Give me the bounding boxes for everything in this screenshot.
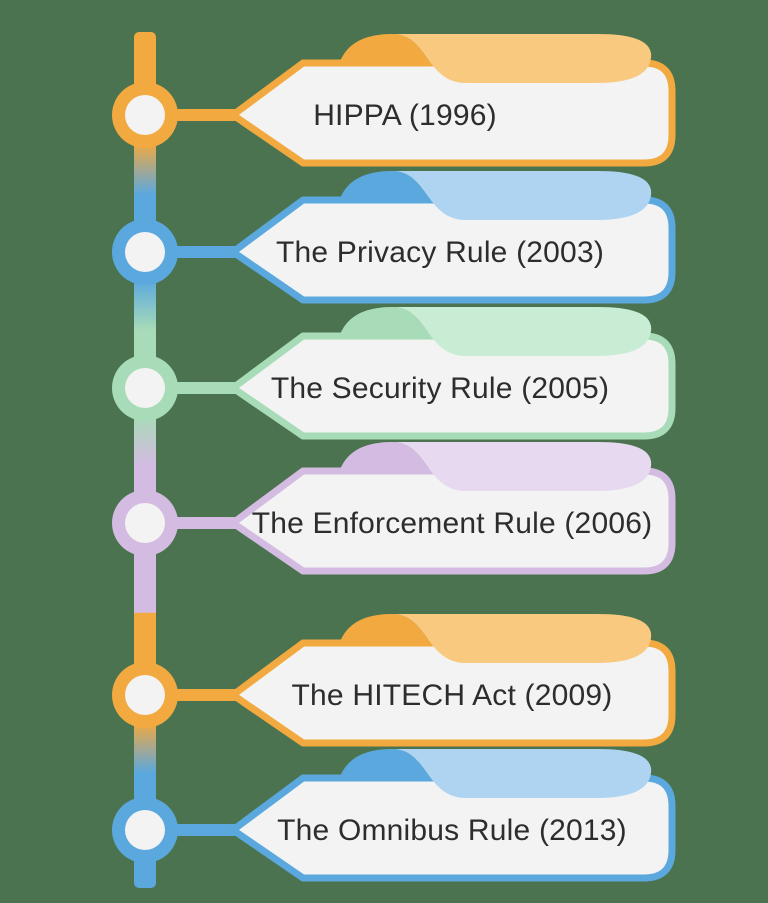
node-center bbox=[125, 675, 165, 715]
banner-label: The HITECH Act (2009) bbox=[292, 679, 613, 712]
timeline-rail bbox=[134, 32, 156, 888]
banner-label: The Omnibus Rule (2013) bbox=[277, 814, 627, 847]
node-center bbox=[125, 95, 165, 135]
banner-label: The Privacy Rule (2003) bbox=[276, 236, 604, 269]
rail-segment-2 bbox=[134, 252, 156, 388]
banner bbox=[229, 639, 676, 747]
timeline-item: The Privacy Rule (2003) bbox=[112, 171, 676, 304]
banner-label: The Security Rule (2005) bbox=[271, 372, 609, 405]
node-center bbox=[125, 810, 165, 850]
timeline-item: The Security Rule (2005) bbox=[112, 307, 676, 440]
timeline-item: The Omnibus Rule (2013) bbox=[112, 749, 676, 882]
rail-segment-3 bbox=[134, 388, 156, 523]
ribbon-band bbox=[392, 171, 652, 220]
node-center bbox=[125, 232, 165, 272]
ribbon-band bbox=[392, 442, 652, 491]
banner bbox=[229, 196, 676, 304]
ribbon-band bbox=[392, 614, 652, 663]
banner bbox=[229, 59, 676, 167]
banner-label: HIPPA (1996) bbox=[313, 99, 497, 132]
rail-segment-4 bbox=[134, 523, 156, 695]
ribbon-band bbox=[392, 34, 652, 83]
timeline-item: The Enforcement Rule (2006) bbox=[112, 442, 676, 575]
banner bbox=[229, 467, 676, 575]
ribbon-band bbox=[392, 749, 652, 798]
banner-label: The Enforcement Rule (2006) bbox=[252, 507, 653, 540]
timeline-item: The HITECH Act (2009) bbox=[112, 614, 676, 747]
timeline-item: HIPPA (1996) bbox=[112, 34, 676, 167]
node-center bbox=[125, 503, 165, 543]
rail-segment-1 bbox=[134, 115, 156, 252]
banner bbox=[229, 774, 676, 882]
banner bbox=[229, 332, 676, 440]
node-center bbox=[125, 368, 165, 408]
ribbon-band bbox=[392, 307, 652, 356]
rail-segment-5 bbox=[134, 695, 156, 830]
